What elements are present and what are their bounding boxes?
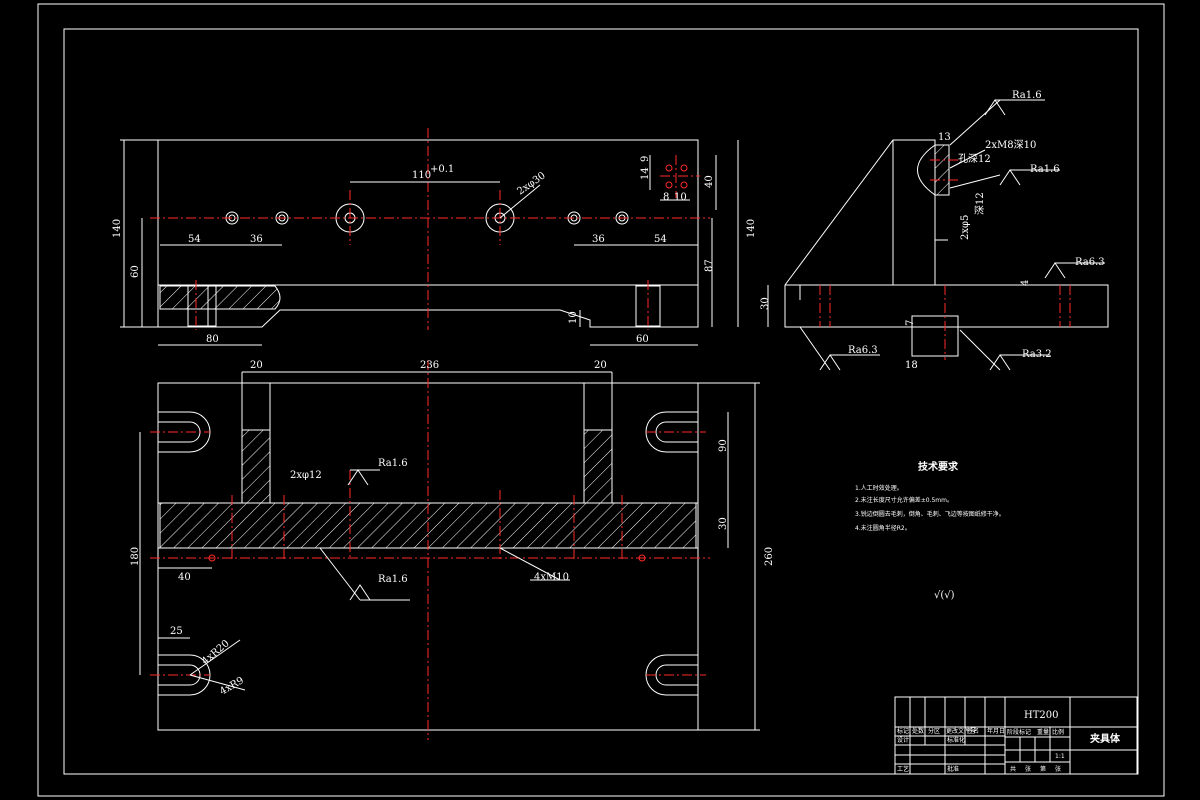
thread-4xm10: 4xM10 <box>534 572 569 583</box>
row-label-date: 年月日 <box>987 727 1005 735</box>
thread-2xm8: 2xM8深10 <box>985 139 1036 151</box>
stage-label: 阶段标记 <box>1007 728 1031 736</box>
dim-18: 18 <box>905 360 918 371</box>
title-block: HT200 夹具体 1:1 标记 处数 分区 更改文件号 签名 年月日 设计 标… <box>894 696 1138 775</box>
sheet-inner-border <box>63 28 1139 775</box>
dim-8: 8 <box>663 192 669 203</box>
dim-10-step: 10 <box>568 311 579 324</box>
dim-13: 13 <box>938 132 951 143</box>
side-view-dimensions: 13 2xM8深10 孔深12 2xφ5 深12 30 7 18 4 Ra1.6… <box>760 90 1105 371</box>
dim-110: 110 <box>412 170 431 181</box>
tech-req-item-1: 1.人工时效处理。 <box>855 484 903 492</box>
dim-80: 80 <box>206 334 219 345</box>
dim-2xphi30: 2xφ30 <box>515 170 547 197</box>
tech-req-item-4: 4.未注圆角半径R2。 <box>855 524 911 532</box>
process-label: 工艺 <box>897 765 909 773</box>
dim-depth-12: 深12 <box>974 192 986 215</box>
sheet-total-a: 共 <box>1010 765 1016 773</box>
tech-req-item-2: 2.未注长度尺寸允许偏差±0.5mm。 <box>855 496 953 504</box>
dim-110-tol: +0.1 <box>430 164 454 175</box>
holes-2xphi12: 2xφ12 <box>290 470 322 481</box>
dim-140-left: 140 <box>112 219 123 238</box>
dim-36-right: 36 <box>592 234 605 245</box>
dim-4: 4 <box>1020 280 1031 286</box>
technical-requirements: 技术要求 1.人工时效处理。 2.未注长度尺寸允许偏差±0.5mm。 3.锐边倒… <box>855 460 1005 601</box>
ra63-right: Ra6.3 <box>1075 257 1105 268</box>
general-roughness-note: √(√) <box>934 590 955 601</box>
row-label-change: 更改文件号 <box>946 727 976 735</box>
side-view <box>767 99 1109 371</box>
dim-2xphi5: 2xφ5 <box>960 215 971 240</box>
ra16-plan-a: Ra1.6 <box>378 458 408 469</box>
dim-25: 25 <box>170 626 183 637</box>
row-label-sign: 签名 <box>967 727 979 735</box>
dim-36-left: 36 <box>250 234 263 245</box>
sheet-outer-border <box>37 3 1165 797</box>
weight-label: 重量 <box>1037 728 1049 736</box>
dim-20-right: 20 <box>594 360 607 371</box>
sheet-total-b: 张 <box>1025 765 1031 773</box>
row-label-mark: 标记 <box>897 727 909 735</box>
ra16-mid: Ra1.6 <box>1030 164 1060 175</box>
dim-10-small: 10 <box>674 192 687 203</box>
part-name: 夹具体 <box>1090 732 1121 745</box>
tech-req-item-3: 3.锐边倒圆去毛刺，倒角、毛刺、飞边等按图纸修干净。 <box>855 510 1005 518</box>
dim-7: 7 <box>905 320 916 326</box>
dim-9: 9 <box>640 156 651 162</box>
dim-236: 236 <box>420 360 439 371</box>
dim-30-plan: 30 <box>718 517 729 530</box>
dim-90: 90 <box>718 439 729 452</box>
row-label-count: 处数 <box>912 727 924 735</box>
ra16-top: Ra1.6 <box>1012 90 1042 101</box>
dim-40-plan: 40 <box>178 572 191 583</box>
dim-180: 180 <box>130 547 141 566</box>
hole-depth-12: 孔深12 <box>958 153 991 165</box>
ratio-label: 比例 <box>1052 728 1064 736</box>
dim-40: 40 <box>704 175 715 188</box>
standardize-label: 标准化 <box>947 736 965 744</box>
radius-4xr9: 4xR9 <box>218 675 246 697</box>
dim-140-right: 140 <box>746 219 757 238</box>
ra32: Ra3.2 <box>1022 349 1052 360</box>
dim-54-left: 54 <box>188 234 201 245</box>
radius-4xr20: 4xR20 <box>200 638 232 667</box>
tech-req-title: 技术要求 <box>918 460 959 473</box>
dim-14: 14 <box>640 167 651 180</box>
sheet-num-b: 张 <box>1055 765 1061 773</box>
material: HT200 <box>1024 710 1058 721</box>
dim-87: 87 <box>704 259 715 272</box>
approve-label: 批准 <box>947 765 959 773</box>
front-view <box>120 128 739 346</box>
dim-20-left: 20 <box>250 360 263 371</box>
plan-view <box>139 360 760 740</box>
dim-60-bottom: 60 <box>636 334 649 345</box>
dim-54-right: 54 <box>654 234 667 245</box>
front-view-dimensions: 140 60 110 +0.1 2xφ30 54 36 36 54 140 87… <box>112 156 757 345</box>
dim-60: 60 <box>130 265 141 278</box>
dim-260: 260 <box>764 547 775 566</box>
design-label: 设计 <box>897 736 909 744</box>
scale: 1:1 <box>1055 753 1065 760</box>
sheet-num-a: 第 <box>1040 765 1046 773</box>
dim-30-side: 30 <box>760 297 771 310</box>
ra16-plan-b: Ra1.6 <box>378 574 408 585</box>
row-label-zone: 分区 <box>928 727 940 735</box>
ra63-bottom: Ra6.3 <box>848 345 878 356</box>
